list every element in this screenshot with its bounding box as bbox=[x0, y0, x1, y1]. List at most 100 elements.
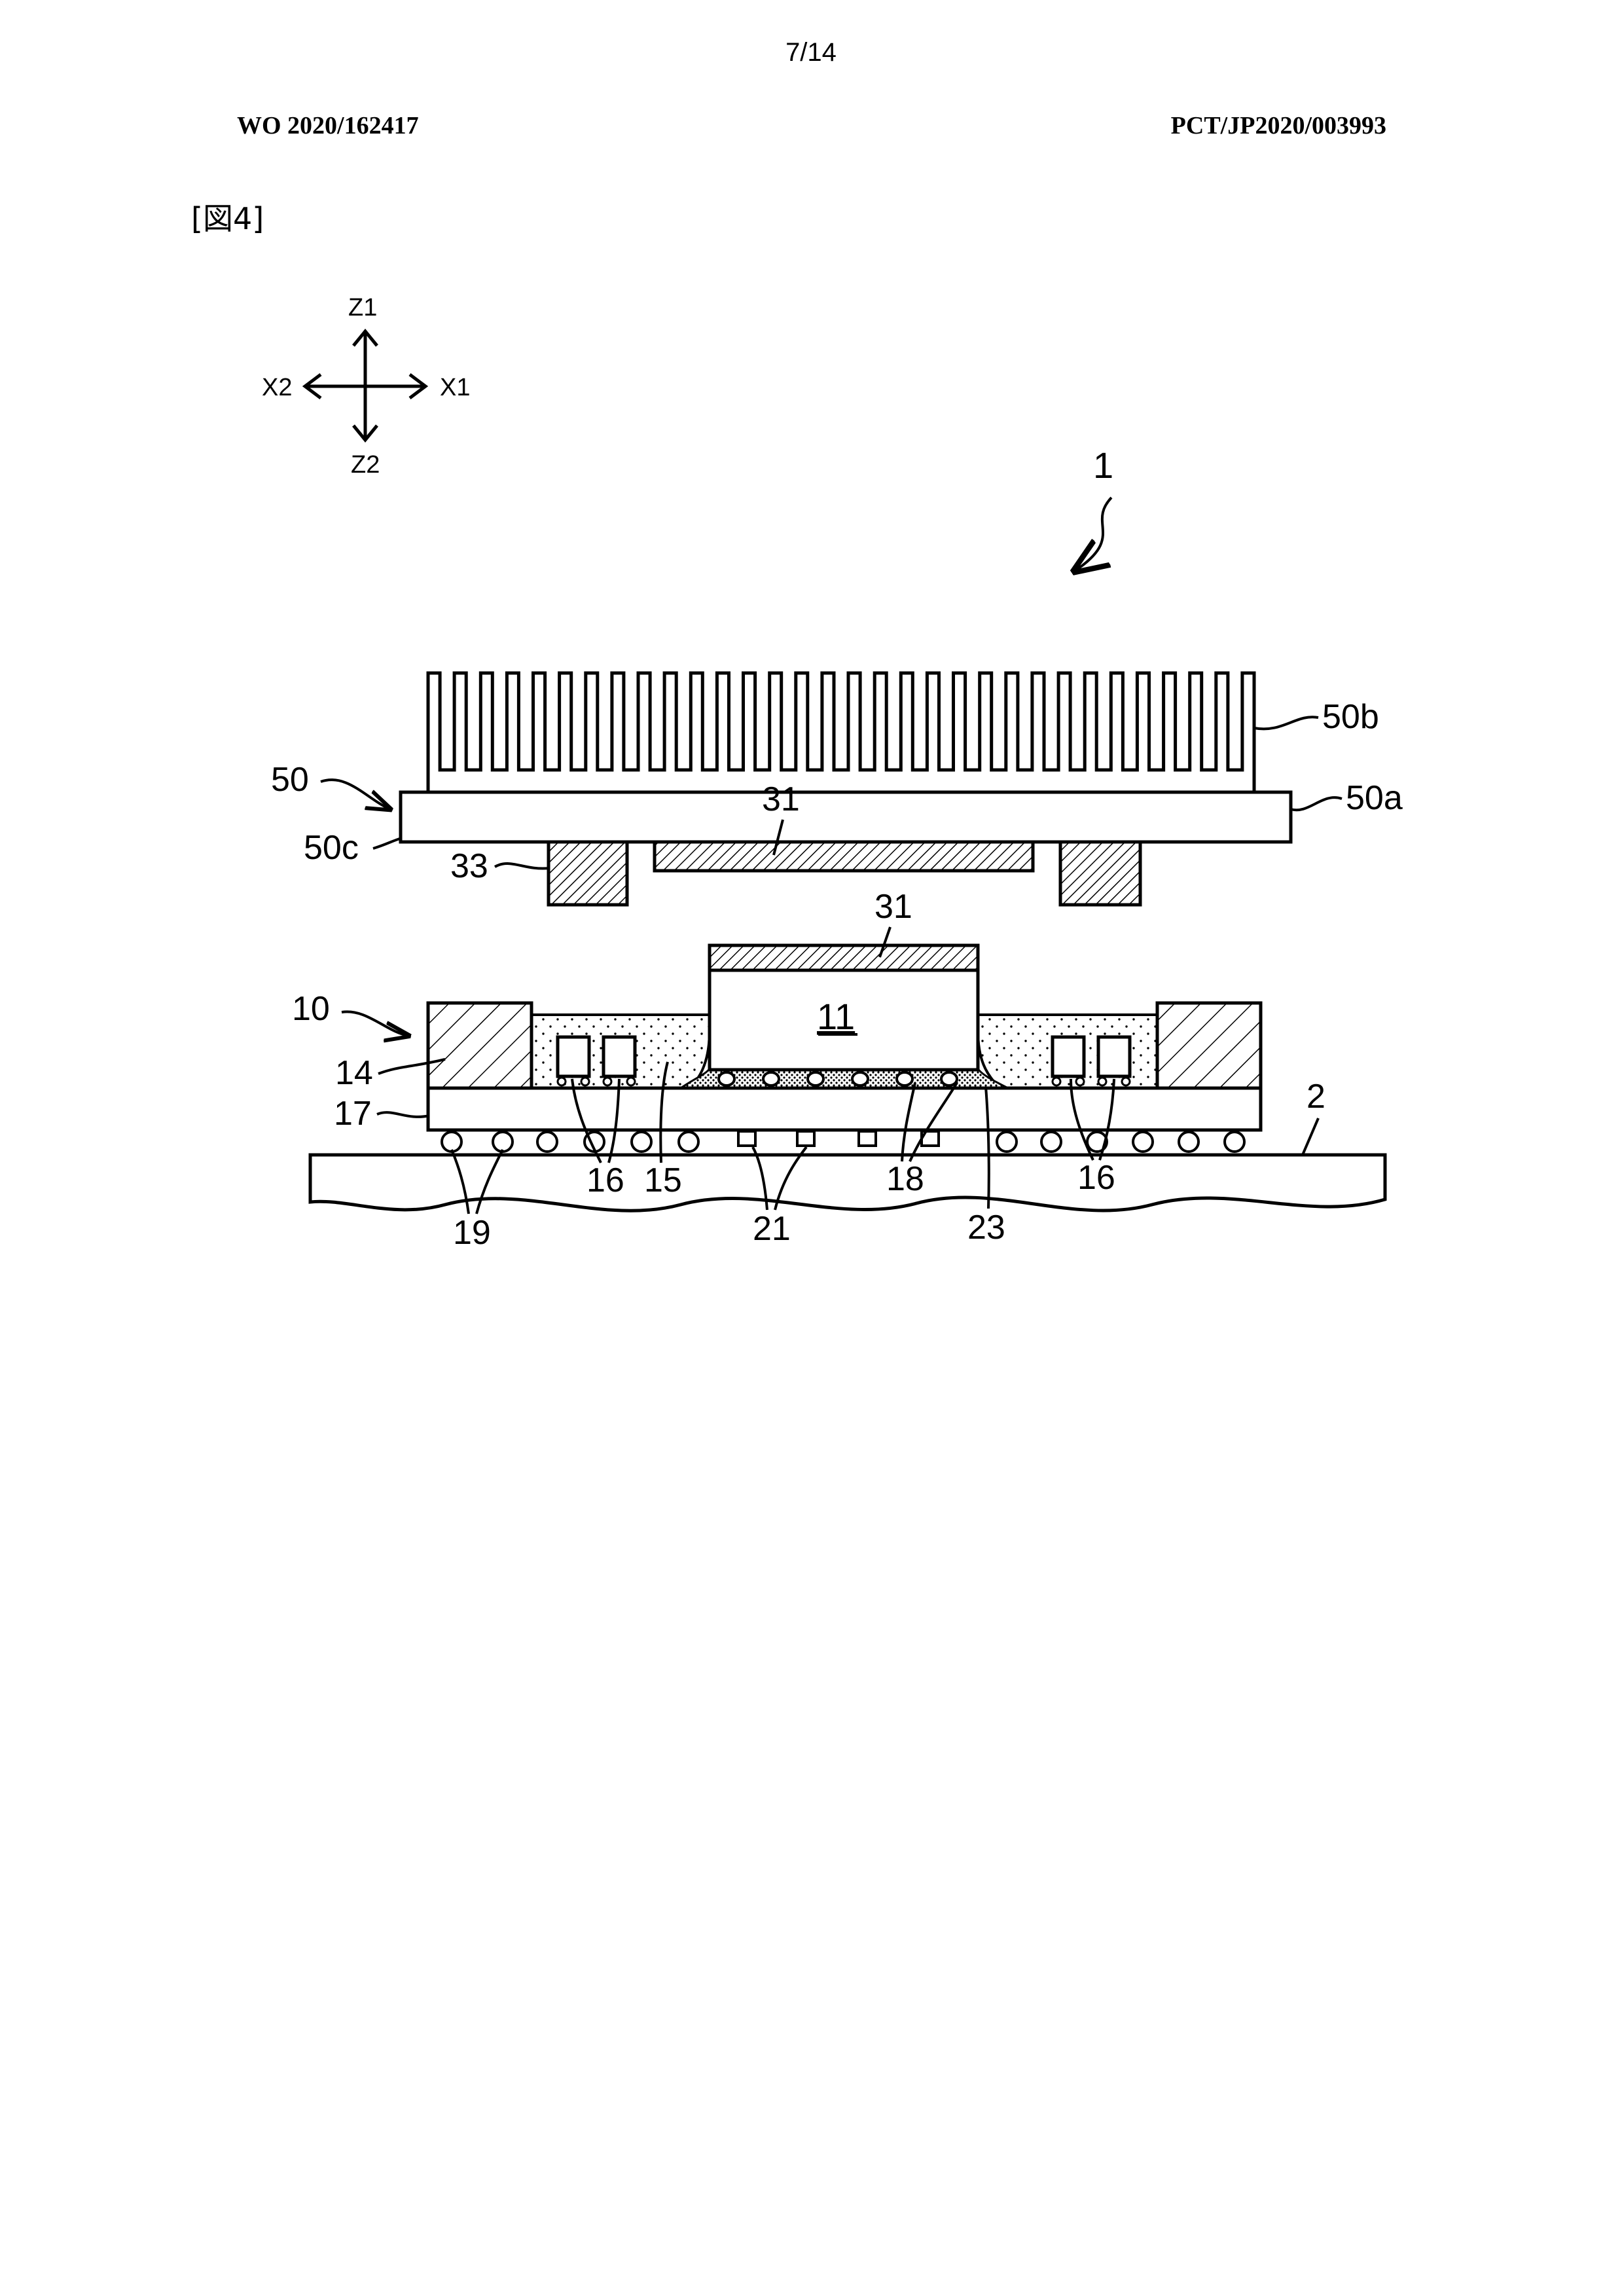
page-number: 7/14 bbox=[785, 38, 837, 67]
axis-label-x2: X2 bbox=[262, 374, 292, 401]
label-base: 50a bbox=[1346, 779, 1403, 817]
bump bbox=[717, 1071, 736, 1087]
leader-bumps-a bbox=[901, 1082, 916, 1162]
component bbox=[556, 1035, 591, 1078]
leader-resin bbox=[984, 1086, 990, 1209]
component bbox=[602, 1035, 637, 1078]
solder-ball bbox=[1132, 1131, 1154, 1153]
label-pads: 21 bbox=[753, 1210, 791, 1248]
label-stiffener: 14 bbox=[335, 1054, 373, 1092]
component bbox=[1096, 1035, 1132, 1078]
heatsink bbox=[399, 671, 1293, 907]
solder-ball bbox=[441, 1131, 463, 1153]
thermal-material-chip bbox=[708, 943, 980, 972]
pad bbox=[796, 1130, 816, 1147]
leader-tim-chip bbox=[878, 926, 892, 958]
bump bbox=[895, 1071, 914, 1087]
label-heatsink: 50 bbox=[271, 761, 309, 799]
leader-underfill bbox=[659, 1061, 669, 1163]
component-joint bbox=[556, 1076, 567, 1087]
pad bbox=[737, 1130, 757, 1147]
solder-ball bbox=[677, 1131, 700, 1153]
solder-ball bbox=[1086, 1131, 1108, 1153]
leader-pads-b bbox=[774, 1146, 808, 1211]
leader-tim-heatsink bbox=[772, 819, 784, 856]
solder-ball bbox=[630, 1131, 653, 1153]
stiffener-left bbox=[426, 1001, 533, 1090]
component-joint bbox=[1051, 1076, 1062, 1087]
axis-label-x1: X1 bbox=[440, 374, 470, 401]
axis-label-z2: Z2 bbox=[351, 451, 380, 479]
label-board: 2 bbox=[1307, 1078, 1325, 1116]
leader-spacer bbox=[494, 862, 550, 870]
thermal-material-heatsink bbox=[653, 840, 1035, 873]
solder-ball bbox=[1178, 1131, 1200, 1153]
component-joint bbox=[1097, 1076, 1108, 1087]
label-assembly: 1 bbox=[1093, 445, 1113, 486]
component-joint bbox=[1121, 1076, 1131, 1087]
leader-base bbox=[1290, 796, 1343, 812]
label-underfill: 15 bbox=[644, 1161, 682, 1199]
leader-bumps-b bbox=[909, 1082, 958, 1162]
label-tim-chip: 31 bbox=[874, 888, 912, 926]
label-components-left: 16 bbox=[586, 1161, 624, 1199]
leader-components-left-b bbox=[607, 1078, 621, 1163]
leader-substrate bbox=[376, 1111, 430, 1118]
leader-base-bottom bbox=[372, 837, 403, 850]
heatsink-fins bbox=[426, 671, 1256, 792]
component-row bbox=[556, 1035, 1132, 1087]
ball-row bbox=[441, 1131, 1246, 1153]
leader-assembly bbox=[1075, 496, 1113, 571]
label-fins: 50b bbox=[1322, 698, 1379, 736]
label-balls: 19 bbox=[453, 1214, 491, 1252]
component-joint bbox=[626, 1076, 636, 1087]
label-package: 10 bbox=[292, 990, 330, 1028]
label-tim-heatsink: 31 bbox=[762, 780, 800, 818]
spacer-left bbox=[547, 840, 629, 907]
leader-package bbox=[341, 1010, 408, 1036]
circuit-board bbox=[308, 1153, 1387, 1212]
leader-components-right-b bbox=[1098, 1078, 1115, 1161]
leader-components-right-a bbox=[1070, 1078, 1094, 1161]
stiffener-right bbox=[1155, 1001, 1263, 1090]
component-joint bbox=[602, 1076, 613, 1087]
bump bbox=[762, 1071, 780, 1087]
bump-row bbox=[717, 1071, 958, 1087]
component bbox=[1051, 1035, 1086, 1078]
pad bbox=[857, 1130, 877, 1147]
label-substrate: 17 bbox=[334, 1095, 372, 1133]
bump bbox=[851, 1071, 869, 1087]
leader-components-left-a bbox=[571, 1078, 602, 1163]
figure-label: [図4] bbox=[191, 201, 264, 236]
bump bbox=[806, 1071, 825, 1087]
pad-row bbox=[737, 1130, 940, 1147]
solder-ball bbox=[1040, 1131, 1062, 1153]
label-spacer: 33 bbox=[450, 847, 488, 885]
solder-ball bbox=[1223, 1131, 1246, 1153]
package-substrate bbox=[426, 1086, 1263, 1132]
solder-ball bbox=[536, 1131, 558, 1153]
leader-fins bbox=[1253, 716, 1319, 731]
semiconductor-package bbox=[426, 943, 1263, 1153]
leader-board bbox=[1301, 1118, 1320, 1156]
solder-ball bbox=[492, 1131, 514, 1153]
leader-stiffener bbox=[378, 1058, 446, 1075]
leader-pads-a bbox=[751, 1146, 768, 1211]
axis-label-z1: Z1 bbox=[348, 294, 377, 321]
label-chip: 11 bbox=[817, 996, 855, 1037]
leader-balls-a bbox=[450, 1149, 470, 1214]
component-joint bbox=[1075, 1076, 1085, 1087]
label-base-bottom: 50c bbox=[304, 829, 359, 867]
axis-indicator bbox=[302, 329, 429, 443]
label-resin: 23 bbox=[967, 1209, 1005, 1247]
spacer-right bbox=[1058, 840, 1142, 907]
leader-heatsink bbox=[320, 778, 390, 809]
bump bbox=[940, 1071, 958, 1087]
publication-number: WO 2020/162417 bbox=[237, 112, 419, 139]
component-joint bbox=[580, 1076, 590, 1087]
label-bumps: 18 bbox=[886, 1160, 924, 1198]
heatsink-base bbox=[399, 790, 1293, 844]
application-number: PCT/JP2020/003993 bbox=[1170, 112, 1386, 139]
leader-balls-b bbox=[475, 1149, 504, 1214]
semiconductor-chip bbox=[708, 968, 980, 1072]
